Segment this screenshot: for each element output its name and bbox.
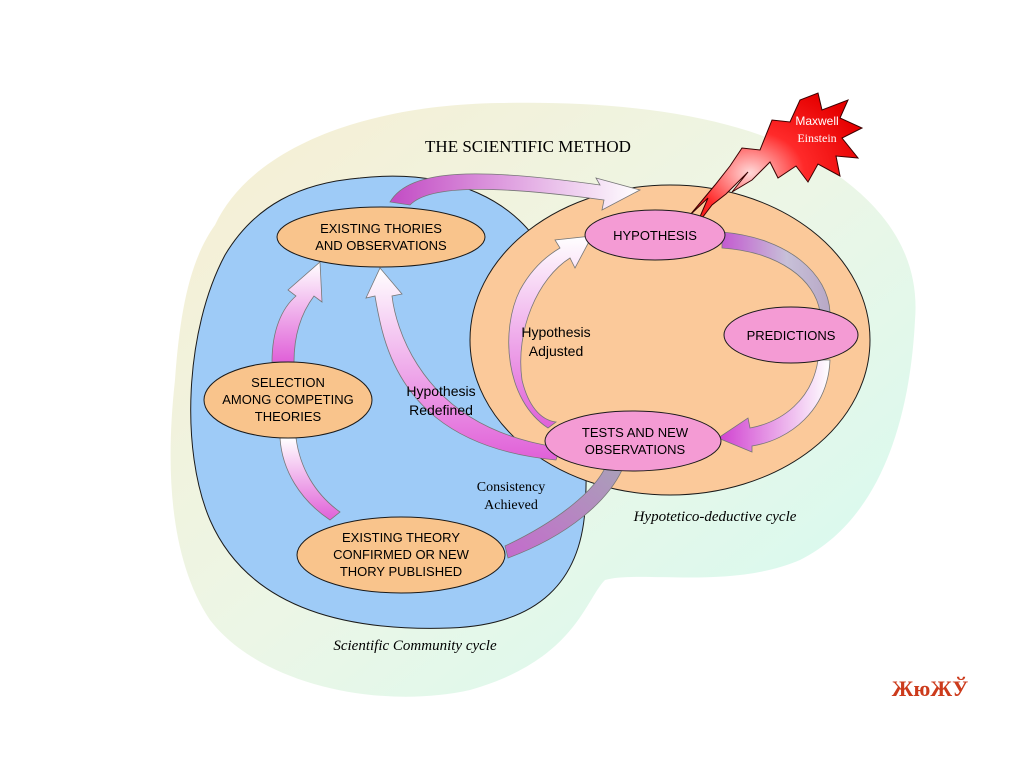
node-confirmed: EXISTING THEORY CONFIRMED OR NEW THORY P… <box>296 516 506 594</box>
node-confirmed-line3: THORY PUBLISHED <box>340 564 462 579</box>
node-predictions: PREDICTIONS <box>723 306 859 364</box>
label-redefined-1: Hypothesis <box>406 383 475 399</box>
node-selection-line2: AMONG COMPETING <box>222 392 353 407</box>
arrow-hypothesis-adjusted <box>508 235 593 429</box>
label-consistency-1: Consistency <box>477 480 545 495</box>
node-tests-line2: OBSERVATIONS <box>585 442 686 457</box>
arrow-predictions-to-tests <box>717 359 831 453</box>
node-selection: SELECTION AMONG COMPETING THEORIES <box>203 361 373 439</box>
node-selection-line1: SELECTION <box>251 375 325 390</box>
arrow-selection-to-existing <box>271 261 323 363</box>
node-existing-theories: EXISTING THORIES AND OBSERVATIONS <box>276 206 486 268</box>
label-consistency-2: Achieved <box>484 498 538 513</box>
node-selection-line3: THEORIES <box>255 409 322 424</box>
label-adjusted-2: Adjusted <box>529 343 583 359</box>
node-confirmed-line2: CONFIRMED OR NEW <box>333 547 470 562</box>
node-hypothesis: HYPOTHESIS <box>584 209 726 261</box>
maxwell-einstein-burst <box>689 92 864 227</box>
node-predictions-label: PREDICTIONS <box>747 328 836 343</box>
burst-label-1: Maxwell <box>795 114 838 128</box>
deductive-cycle-region <box>469 184 871 496</box>
caption-deductive: Hypotetico-deductive cycle <box>633 509 797 525</box>
label-adjusted-1: Hypothesis <box>521 324 590 340</box>
burst-label-2: Einstein <box>797 131 836 145</box>
diagram-title: THE SCIENTIFIC METHOD <box>425 137 631 156</box>
caption-community: Scientific Community cycle <box>333 638 497 654</box>
node-confirmed-line1: EXISTING THEORY <box>342 530 460 545</box>
ornament-glyph: ЖюЖЎ <box>892 676 968 701</box>
node-tests-line1: TESTS AND NEW <box>582 425 689 440</box>
arrow-hypothesis-redefined <box>365 267 561 461</box>
node-hypothesis-label: HYPOTHESIS <box>613 228 697 243</box>
node-existing-line2: AND OBSERVATIONS <box>315 238 447 253</box>
node-tests: TESTS AND NEW OBSERVATIONS <box>544 410 722 472</box>
label-redefined-2: Redefined <box>409 402 473 418</box>
node-existing-line1: EXISTING THORIES <box>320 221 442 236</box>
arrow-theories-to-hypothesis <box>389 173 642 211</box>
